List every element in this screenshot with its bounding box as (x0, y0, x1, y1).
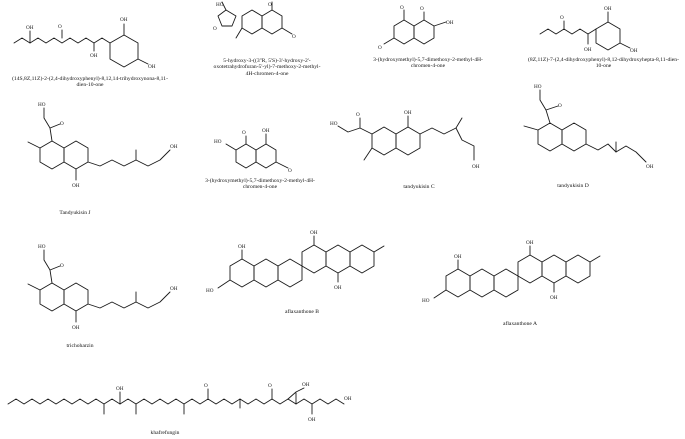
atom-oh: OH (72, 183, 80, 189)
atom-ho: HO (38, 244, 46, 250)
atom-oh: OH (526, 240, 534, 246)
caption-c11: aflaxanthone A (502, 321, 537, 327)
structure-c11: HO OH OH OH (422, 240, 601, 304)
caption-c5: Tandyukisin J (59, 210, 91, 216)
atom-o: O (378, 45, 382, 51)
caption-c9: trichoharzin (66, 343, 94, 349)
atom-o: O (242, 130, 246, 136)
atom-ho: HO (38, 102, 46, 108)
atom-o: O (213, 26, 217, 32)
atom-o: O (268, 383, 272, 389)
caption-c4: (8Z,11Z)-7-(2,4-dihydroxyphenyl)-8,12-di… (528, 57, 679, 70)
atom-oh: OH (446, 20, 454, 26)
atom-oh: OH (630, 48, 638, 54)
atom-oh: OH (604, 6, 612, 12)
atom-o: O (292, 34, 296, 40)
atom-oh: OH (72, 325, 80, 331)
atom-o: O (420, 6, 424, 12)
caption-c6: 3-(hydroxymethyl)-5,7-dimethoxy-2-methyl… (205, 178, 315, 191)
atom-o: O (558, 103, 562, 109)
atom-oh: OH (170, 286, 178, 292)
atom-oh: OH (238, 244, 246, 250)
caption-c10: aflaxanthone B (284, 309, 320, 315)
atom-oh: OH (148, 64, 156, 70)
structure-c1: OH O OH OH OH (13, 17, 156, 70)
atom-ho: HO (330, 121, 338, 127)
caption-c1: (14S,8Z,11Z)-2-(2,4-dihydroxyphenyl)-8,1… (12, 76, 168, 89)
atom-o: O (560, 15, 564, 21)
atom-oh: OH (404, 110, 412, 116)
structure-c8: HO O OH (523, 84, 654, 170)
atom-oh: OH (262, 128, 270, 134)
atom-o: O (356, 112, 360, 118)
caption-c2: 5-hydroxy-3-((3''R, 5'S)-3'-hydroxy-2'-o… (213, 58, 321, 77)
atom-ho: HO (216, 2, 224, 8)
atom-oh: OH (120, 17, 128, 23)
atom-ho: HO (422, 298, 430, 304)
atom-o: O (204, 383, 208, 389)
caption-c7: tandyukisin C (403, 184, 435, 190)
structure-c3: O OH O O (378, 5, 454, 51)
atom-oh: OH (334, 285, 342, 291)
atom-o: O (400, 5, 404, 11)
atom-o: O (268, 2, 272, 8)
structure-c6: O HO OH O (214, 128, 292, 174)
atom-oh: OH (310, 230, 318, 236)
structure-c2: HO O O O (213, 1, 296, 40)
caption-c8: tandyukisin D (557, 183, 589, 189)
atom-oh: OH (646, 164, 654, 170)
atom-oh: OH (90, 53, 98, 59)
atom-ho: HO (206, 288, 214, 294)
atom-oh: OH (302, 382, 310, 388)
structure-c4: O OH OH OH (539, 6, 638, 54)
atom-oh: OH (550, 295, 558, 301)
structure-c7: HO O OH OH (330, 110, 480, 170)
atom-oh: OH (454, 254, 462, 260)
atom-oh: OH (584, 47, 592, 53)
atom-ho: HO (214, 139, 222, 145)
structure-c12: OH O O OH OH OH (7, 382, 352, 423)
structure-c5: HO O OH OH (27, 102, 178, 189)
atom-oh: OH (116, 386, 124, 392)
atom-oh: OH (308, 417, 316, 423)
structure-c10: HO OH OH OH (206, 230, 385, 294)
structure-c9: HO O OH OH (27, 244, 178, 331)
atom-oh: OH (344, 396, 352, 402)
atom-o: O (288, 168, 292, 174)
atom-oh: OH (472, 164, 480, 170)
atom-ho: HO (534, 84, 542, 90)
caption-c12: khafrefungin (150, 430, 180, 436)
atom-o: O (60, 263, 64, 269)
atom-o: O (58, 24, 62, 30)
atom-oh: OH (170, 144, 178, 150)
atom-o: O (60, 121, 64, 127)
caption-c3: 3-(hydroxymethyl)-5,7-dimethoxy-2-methyl… (373, 57, 483, 70)
atom-oh: OH (26, 25, 34, 31)
